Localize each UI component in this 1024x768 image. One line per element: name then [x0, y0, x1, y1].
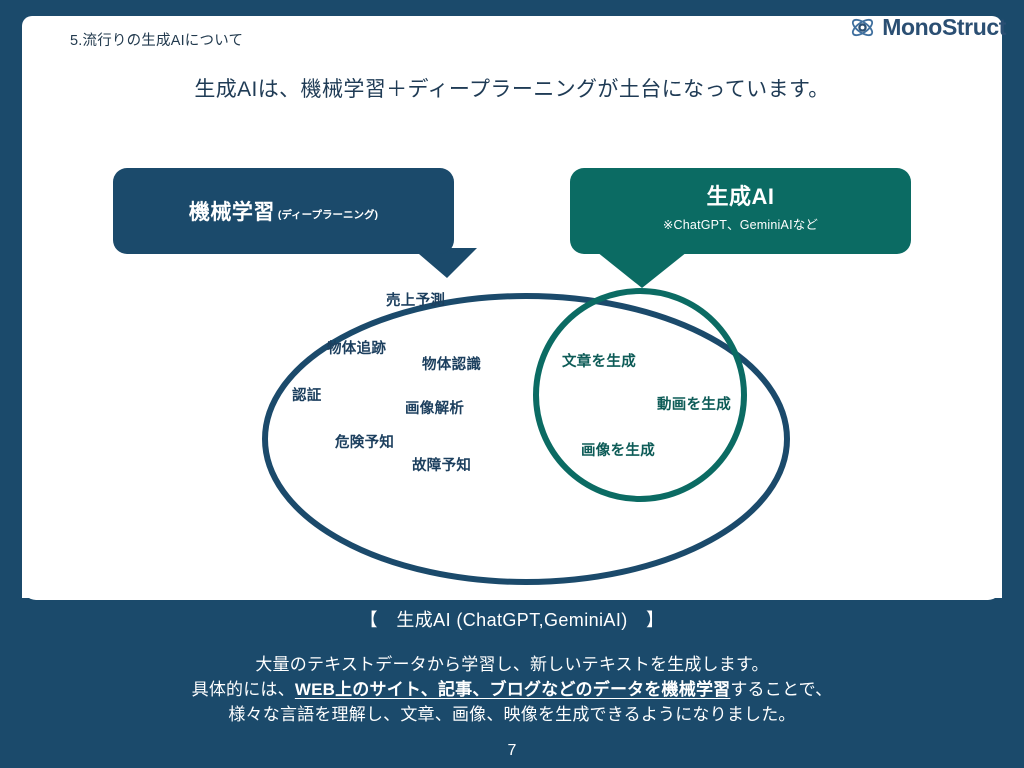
page-title: 5.流行りの生成AIについて — [70, 33, 244, 49]
concept-diagram — [22, 16, 1002, 598]
ml-node-label: 売上予測 — [386, 293, 446, 309]
machine-learning-callout[interactable]: 機械学習 (ディープラーニング) — [113, 168, 454, 254]
footer-heading: 【 生成AI (ChatGPT,GeminiAI) 】 — [359, 610, 665, 630]
generative-ai-subtitle: ※ChatGPT、GeminiAIなど — [662, 217, 819, 232]
footer-line-2-suffix: することで、 — [730, 680, 833, 699]
generative-ai-title: 生成AI — [706, 184, 775, 209]
footer-line-2-prefix: 具体的には、 — [191, 680, 295, 699]
headline-text: 生成AIは、機械学習＋ディープラーニングが土台になっています。 — [194, 78, 830, 101]
gen-node-label: 文章を生成 — [562, 354, 636, 370]
slide-card-bottom-edge — [22, 584, 1002, 600]
ml-node-label: 故障予知 — [412, 458, 472, 474]
footer-line-2: 具体的には、WEB上のサイト、記事、ブログなどのデータを機械学習することで、 — [0, 677, 1024, 702]
machine-learning-ellipse — [262, 293, 790, 585]
footer-line-1: 大量のテキストデータから学習し、新しいテキストを生成します。 — [255, 655, 769, 674]
atom-orbit-icon — [852, 18, 874, 37]
footer-line-3: 様々な言語を理解し、文章、画像、映像を生成できるようになりました。 — [228, 705, 796, 724]
gen-node-label: 画像を生成 — [581, 443, 655, 459]
machine-learning-title: 機械学習 — [188, 201, 275, 224]
diagram-shapes — [262, 248, 790, 585]
footer-line-2-emphasis: WEB上のサイト、記事、ブログなどのデータを機械学習 — [294, 680, 731, 699]
page-number: 7 — [507, 742, 517, 759]
generative-ai-tail — [592, 248, 692, 288]
machine-learning-subtitle: (ディープラーニング) — [277, 208, 379, 221]
gen-node-label: 動画を生成 — [657, 397, 731, 413]
brand-logo: MonoStruct — [849, 14, 1006, 41]
ml-node-label: 物体認識 — [422, 357, 482, 373]
footer-description: 大量のテキストデータから学習し、新しいテキストを生成します。 具体的には、WEB… — [0, 652, 1024, 727]
generative-ai-callout[interactable]: 生成AI ※ChatGPT、GeminiAIなど — [570, 168, 911, 254]
ml-node-label: 危険予知 — [335, 435, 395, 451]
ml-node-label: 物体追跡 — [327, 341, 387, 357]
ml-node-label: 認証 — [292, 388, 322, 404]
ml-node-label: 画像解析 — [405, 401, 465, 417]
brand-logo-text: MonoStruct — [882, 14, 1006, 40]
machine-learning-tail — [412, 248, 477, 278]
slide-card — [22, 16, 1002, 598]
generative-ai-circle — [533, 288, 747, 502]
